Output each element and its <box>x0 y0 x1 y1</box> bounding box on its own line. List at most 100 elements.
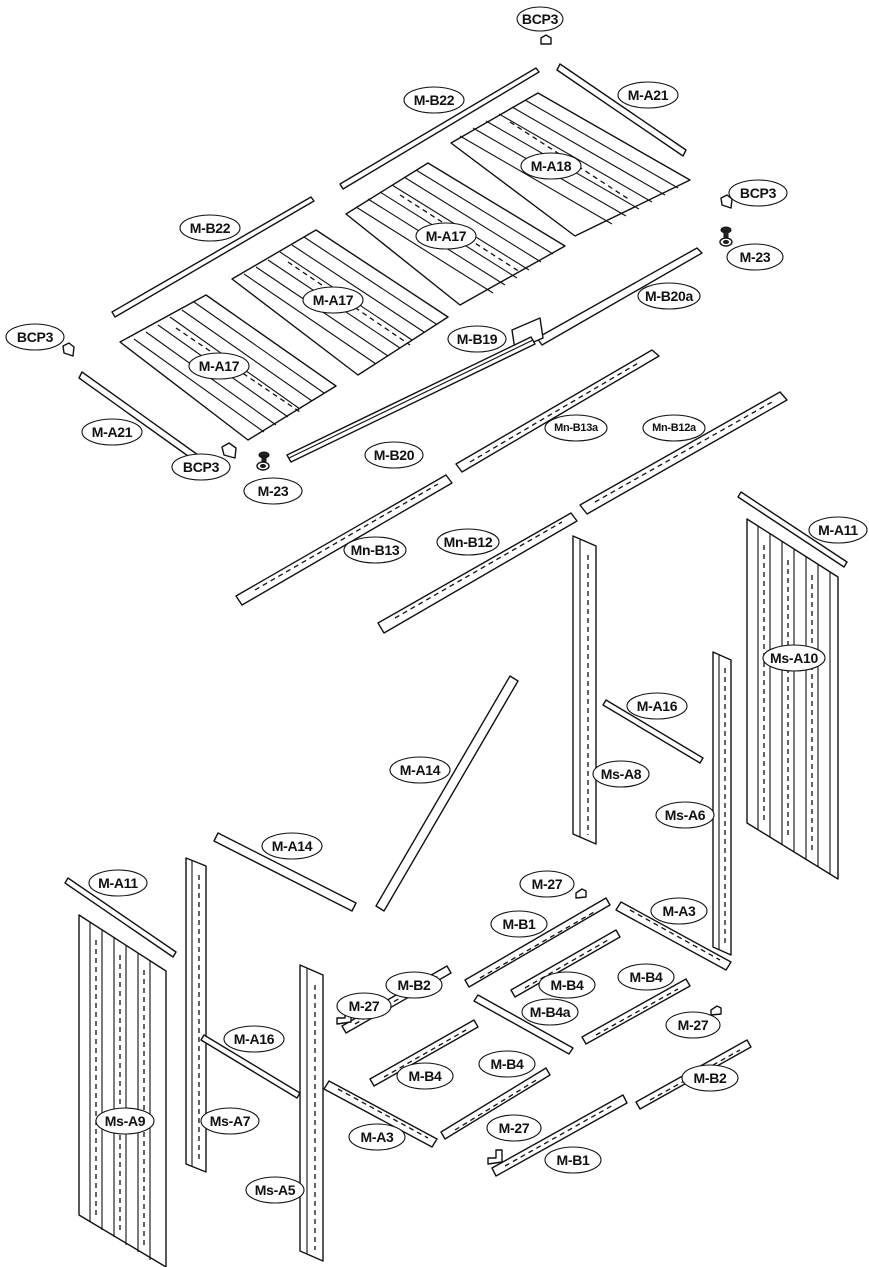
label-ms-a7: Ms-A7 <box>200 1107 260 1135</box>
svg-text:BCP3: BCP3 <box>17 329 54 345</box>
eave-beam-mn-b12a <box>579 391 788 515</box>
label-mn-b12a: Mn-B12a <box>642 414 706 442</box>
label-m-b20a: M-B20a <box>637 282 701 310</box>
svg-text:M-B19: M-B19 <box>457 331 498 347</box>
label-m-b4-center: M-B4 <box>538 971 596 999</box>
svg-text:Ms-A5: Ms-A5 <box>255 1182 296 1198</box>
eave-beam-mn-b13 <box>235 474 453 606</box>
label-m-a16-left: M-A16 <box>223 1025 285 1053</box>
label-bcp3-bottom: BCP3 <box>171 453 231 481</box>
label-m-b4a: M-B4a <box>521 998 579 1026</box>
svg-text:M-A11: M-A11 <box>818 522 858 538</box>
floor-joist-m-b4-lower <box>440 1067 551 1140</box>
svg-text:M-B2: M-B2 <box>397 977 431 993</box>
svg-text:Ms-A9: Ms-A9 <box>105 1113 146 1129</box>
svg-text:M-B22: M-B22 <box>190 220 231 236</box>
svg-text:M-27: M-27 <box>678 1017 709 1033</box>
svg-text:Mn-B13: Mn-B13 <box>351 542 400 558</box>
svg-text:M-B2: M-B2 <box>693 1070 727 1086</box>
floor-joist-m-b4a <box>473 994 574 1055</box>
svg-text:M-B22: M-B22 <box>414 92 455 108</box>
svg-text:Ms-A10: Ms-A10 <box>770 650 819 666</box>
label-m-a11-left: M-A11 <box>88 869 148 897</box>
brace-m-a16-left <box>200 1034 301 1099</box>
svg-text:M-A21: M-A21 <box>628 87 669 103</box>
svg-text:M-A16: M-A16 <box>637 698 678 714</box>
svg-text:M-B4: M-B4 <box>550 977 584 993</box>
label-m-b4-right: M-B4 <box>617 963 675 991</box>
bracket-m-27-right <box>710 1005 722 1016</box>
svg-text:M-A14: M-A14 <box>400 762 441 778</box>
wall-panel-ms-a10 <box>746 518 839 880</box>
svg-text:BCP3: BCP3 <box>522 11 559 27</box>
corner-post-ms-a7 <box>185 857 207 1173</box>
wall-trim-m-a11-left <box>64 877 177 958</box>
svg-text:M-B4a: M-B4a <box>530 1004 571 1020</box>
label-m-27-right: M-27 <box>665 1011 721 1039</box>
gable-trim-m-a21-top <box>556 63 687 157</box>
label-bcp3-right: BCP3 <box>728 179 788 207</box>
corner-post-ms-a8 <box>572 535 597 845</box>
label-m-23-right: M-23 <box>726 243 784 271</box>
label-m-a17-middle: M-A17 <box>302 286 364 314</box>
svg-text:M-27: M-27 <box>532 876 563 892</box>
eave-beam-mn-b13a <box>455 349 660 473</box>
svg-text:M-B1: M-B1 <box>502 916 536 932</box>
label-ms-a8: Ms-A8 <box>592 760 650 788</box>
label-m-b19: M-B19 <box>447 325 507 353</box>
svg-text:M-B1: M-B1 <box>556 1152 590 1168</box>
bracket-m-27-top <box>575 888 587 899</box>
svg-text:M-A14: M-A14 <box>272 838 313 854</box>
label-m-a17-upper: M-A17 <box>415 222 477 250</box>
floor-rail-m-b1-lower <box>491 1094 628 1177</box>
label-m-27-left: M-27 <box>336 992 392 1020</box>
label-m-b1-upper: M-B1 <box>490 910 548 938</box>
label-m-b22-top: M-B22 <box>403 86 465 114</box>
label-ms-a10: Ms-A10 <box>762 644 826 672</box>
svg-text:Mn-B12: Mn-B12 <box>444 534 493 550</box>
svg-text:M-B20a: M-B20a <box>645 288 694 304</box>
svg-text:M-B4: M-B4 <box>629 969 663 985</box>
fastener-m-23-left <box>256 451 270 471</box>
label-m-a21-left: M-A21 <box>81 418 143 446</box>
bracket-m-27-bottom <box>487 1149 503 1165</box>
cap-bcp3-bottom <box>221 442 237 459</box>
svg-text:M-23: M-23 <box>740 249 771 265</box>
roof-rail-m-b22-lower <box>111 196 315 318</box>
svg-text:M-27: M-27 <box>499 1120 530 1136</box>
roof-rail-m-b22-upper <box>339 67 540 190</box>
floor-joist-m-b4-right <box>581 978 691 1045</box>
svg-text:M-23: M-23 <box>258 483 289 499</box>
label-m-a17-lower: M-A17 <box>188 352 250 380</box>
svg-text:M-A18: M-A18 <box>531 158 572 174</box>
brace-m-a16-right <box>602 699 704 764</box>
svg-text:M-A17: M-A17 <box>199 358 240 374</box>
wall-trim-m-a11-right <box>737 491 848 568</box>
label-ms-a6: Ms-A6 <box>655 801 715 829</box>
svg-text:M-A3: M-A3 <box>360 1129 394 1145</box>
svg-text:M-B20: M-B20 <box>374 447 415 463</box>
label-m-27-bottom: M-27 <box>486 1114 542 1142</box>
brace-m-a14-lower <box>213 832 357 912</box>
label-m-b2-upper: M-B2 <box>385 971 443 999</box>
label-m-a16-right: M-A16 <box>626 692 688 720</box>
svg-text:Ms-A6: Ms-A6 <box>665 807 706 823</box>
svg-text:M-A3: M-A3 <box>662 903 696 919</box>
label-m-27-top: M-27 <box>519 870 575 898</box>
label-mn-b12: Mn-B12 <box>436 528 500 556</box>
svg-text:M-27: M-27 <box>349 998 380 1014</box>
label-ms-a5: Ms-A5 <box>245 1176 305 1204</box>
floor-joist-m-b4-center <box>510 929 621 998</box>
ridge-beam-m-b20 <box>286 336 536 463</box>
svg-text:M-A21: M-A21 <box>92 424 133 440</box>
svg-text:Mn-B13a: Mn-B13a <box>554 422 599 434</box>
cap-bcp3-top <box>540 34 552 45</box>
label-m-b22-mid: M-B22 <box>179 214 241 242</box>
label-m-a3-right: M-A3 <box>650 897 708 925</box>
corner-post-ms-a6 <box>712 651 732 956</box>
label-m-b20: M-B20 <box>364 441 424 469</box>
label-mn-b13: Mn-B13 <box>343 536 407 564</box>
label-ms-a9: Ms-A9 <box>95 1107 155 1135</box>
svg-text:BCP3: BCP3 <box>740 185 777 201</box>
